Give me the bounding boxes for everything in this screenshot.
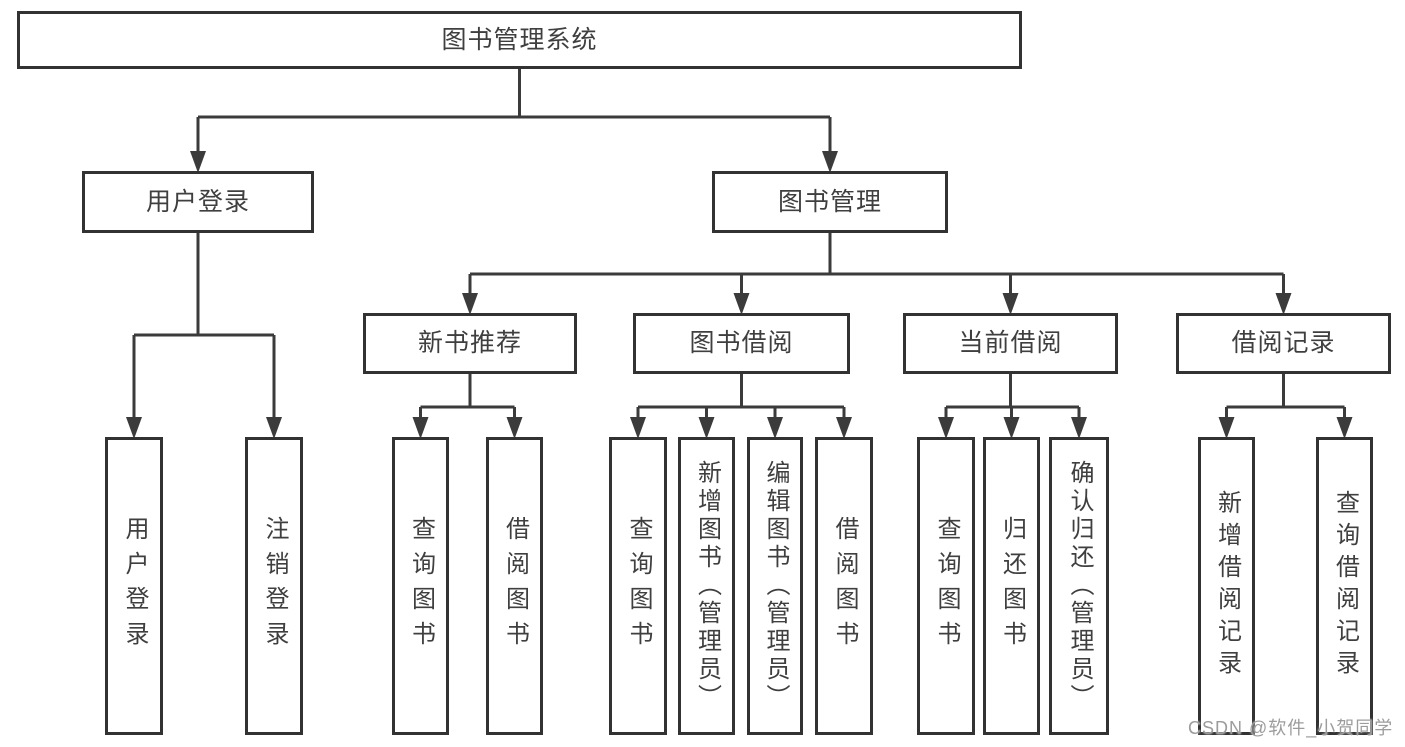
edge-group-root — [190, 68, 838, 173]
node-login: 用户登录 — [82, 171, 314, 233]
node-book-mgmt: 图书管理 — [712, 171, 948, 233]
node-label-add: 新增图书（管理员） — [693, 460, 721, 712]
node-label-login: 用户登录 — [145, 187, 250, 216]
node-q1: 查询图书 — [392, 437, 449, 735]
node-new-rec: 新书推荐 — [363, 313, 577, 374]
node-label-edit: 编辑图书（管理员） — [762, 460, 789, 712]
edge-lines-new-rec — [419, 373, 516, 427]
node-label-root: 图书管理系统 — [441, 25, 598, 54]
edge-group-current — [938, 373, 1087, 439]
node-label-q2: 查询图书 — [625, 516, 652, 656]
arrowhead-login — [190, 151, 206, 173]
arrowhead-q1 — [412, 417, 429, 439]
arrowhead-login-leaf — [126, 417, 142, 439]
node-label-add-rec: 新增借阅记录 — [1213, 490, 1241, 682]
arrowhead-q3 — [938, 417, 954, 439]
node-q2: 查询图书 — [609, 437, 667, 735]
node-q-rec: 查询借阅记录 — [1316, 437, 1373, 735]
edge-lines-root — [196, 68, 832, 161]
node-label-confirm: 确认归还（管理员） — [1066, 460, 1093, 712]
node-label-b1: 借阅图书 — [501, 516, 529, 656]
edge-lines-login — [132, 232, 276, 427]
arrowhead-new-rec — [462, 293, 478, 315]
edge-lines-records — [1225, 373, 1346, 427]
arrowhead-book-mgmt — [822, 151, 838, 173]
arrowhead-edit — [767, 417, 783, 439]
node-label-b2: 借阅图书 — [831, 516, 858, 656]
node-borrow: 图书借阅 — [633, 313, 850, 374]
edge-group-borrow — [630, 373, 852, 439]
node-add-rec: 新增借阅记录 — [1198, 437, 1255, 735]
arrowhead-borrow — [733, 293, 750, 315]
node-label-book-mgmt: 图书管理 — [777, 187, 882, 216]
edge-group-new-rec — [412, 373, 523, 439]
arrowhead-logout-leaf — [266, 417, 282, 439]
arrowhead-add — [698, 417, 715, 439]
node-label-q3: 查询图书 — [933, 516, 960, 656]
node-records: 借阅记录 — [1176, 313, 1391, 374]
edge-group-records — [1218, 373, 1353, 439]
node-label-ret: 归还图书 — [998, 516, 1026, 656]
node-label-login-leaf: 用户登录 — [121, 516, 148, 656]
edge-group-login — [126, 232, 282, 439]
arrowhead-records — [1275, 293, 1292, 315]
arrowhead-ret — [1003, 417, 1020, 439]
arrowhead-q-rec — [1336, 417, 1353, 439]
node-login-leaf: 用户登录 — [105, 437, 163, 735]
node-root: 图书管理系统 — [17, 11, 1022, 69]
arrowhead-confirm — [1071, 417, 1087, 439]
node-add: 新增图书（管理员） — [678, 437, 735, 735]
node-b1: 借阅图书 — [486, 437, 543, 735]
node-q3: 查询图书 — [917, 437, 975, 735]
arrowhead-add-rec — [1218, 417, 1235, 439]
node-logout-leaf: 注销登录 — [245, 437, 303, 735]
watermark: CSDN @软件_小贺同学 — [1188, 718, 1394, 738]
arrowhead-b1 — [506, 417, 523, 439]
node-label-borrow: 图书借阅 — [689, 329, 794, 357]
node-label-current: 当前借阅 — [958, 329, 1063, 357]
node-label-q-rec: 查询借阅记录 — [1331, 490, 1359, 682]
arrowhead-current — [1002, 293, 1019, 315]
arrowhead-b2 — [836, 417, 852, 439]
node-edit: 编辑图书（管理员） — [747, 437, 803, 735]
node-current: 当前借阅 — [903, 313, 1118, 374]
node-ret: 归还图书 — [983, 437, 1040, 735]
arrowhead-q2 — [630, 417, 646, 439]
edge-group-book-mgmt — [462, 232, 1292, 315]
edge-lines-book-mgmt — [468, 232, 1285, 303]
node-label-logout-leaf: 注销登录 — [261, 516, 288, 656]
node-label-q1: 查询图书 — [407, 516, 435, 656]
node-confirm: 确认归还（管理员） — [1049, 437, 1109, 735]
node-label-new-rec: 新书推荐 — [417, 329, 522, 357]
edge-lines-borrow — [636, 373, 846, 427]
node-b2: 借阅图书 — [815, 437, 873, 735]
node-label-records: 借阅记录 — [1231, 329, 1336, 357]
